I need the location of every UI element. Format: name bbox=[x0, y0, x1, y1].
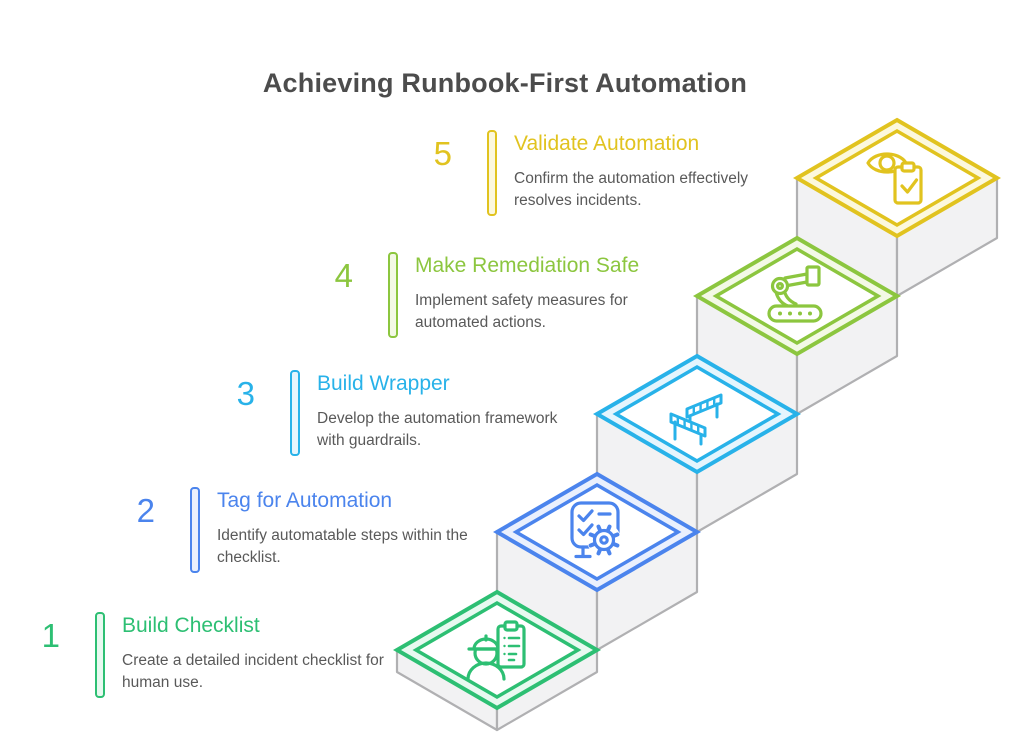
step-item-2: 2 Tag for Automation Identify automatabl… bbox=[85, 487, 489, 573]
step-accent-bar bbox=[95, 612, 105, 698]
step-platform-5 bbox=[793, 117, 1001, 239]
step-text-block: Validate Automation Confirm the automati… bbox=[514, 130, 786, 212]
worker-checklist-icon bbox=[466, 620, 526, 681]
step-title: Tag for Automation bbox=[217, 489, 393, 512]
step-number: 1 bbox=[41, 617, 60, 654]
step-text-block: Build Wrapper Develop the automation fra… bbox=[317, 370, 589, 452]
step-number: 4 bbox=[334, 257, 353, 294]
step-text-block: Tag for Automation Identify automatable … bbox=[217, 487, 489, 569]
step-description: Implement safety measures for automated … bbox=[415, 292, 628, 331]
step-accent-bar bbox=[388, 252, 398, 338]
tasks-gear-icon bbox=[570, 501, 621, 559]
step-number: 5 bbox=[433, 135, 452, 172]
step-accent-bar bbox=[290, 370, 300, 456]
step-platform-2 bbox=[493, 471, 701, 593]
eye-clipboard-icon bbox=[866, 152, 923, 205]
step-title: Make Remediation Safe bbox=[415, 254, 640, 277]
step-title: Build Wrapper bbox=[317, 372, 450, 395]
step-number: 2 bbox=[136, 492, 155, 529]
step-item-1: 1 Build Checklist Create a detailed inci… bbox=[0, 612, 394, 698]
step-item-5: 5 Validate Automation Confirm the automa… bbox=[382, 130, 786, 216]
step-description: Identify automatable steps within the ch… bbox=[217, 527, 468, 566]
step-text-block: Make Remediation Safe Implement safety m… bbox=[415, 252, 687, 334]
step-accent-bar bbox=[190, 487, 200, 573]
step-title: Build Checklist bbox=[122, 614, 260, 637]
step-platform-4 bbox=[693, 235, 901, 357]
robot-arm-icon bbox=[767, 265, 823, 323]
step-accent-bar bbox=[487, 130, 497, 216]
step-description: Create a detailed incident checklist for… bbox=[122, 652, 384, 691]
page-title: Achieving Runbook-First Automation bbox=[262, 68, 748, 99]
step-number: 3 bbox=[236, 375, 255, 412]
step-platform-1 bbox=[393, 589, 601, 711]
step-item-3: 3 Build Wrapper Develop the automation f… bbox=[185, 370, 589, 456]
step-description: Confirm the automation effectively resol… bbox=[514, 170, 749, 209]
step-description: Develop the automation framework with gu… bbox=[317, 410, 558, 449]
step-item-4: 4 Make Remediation Safe Implement safety… bbox=[283, 252, 687, 338]
step-title: Validate Automation bbox=[514, 132, 700, 155]
step-text-block: Build Checklist Create a detailed incide… bbox=[122, 612, 394, 694]
guardrails-icon bbox=[669, 393, 723, 446]
step-platform-3 bbox=[593, 353, 801, 475]
